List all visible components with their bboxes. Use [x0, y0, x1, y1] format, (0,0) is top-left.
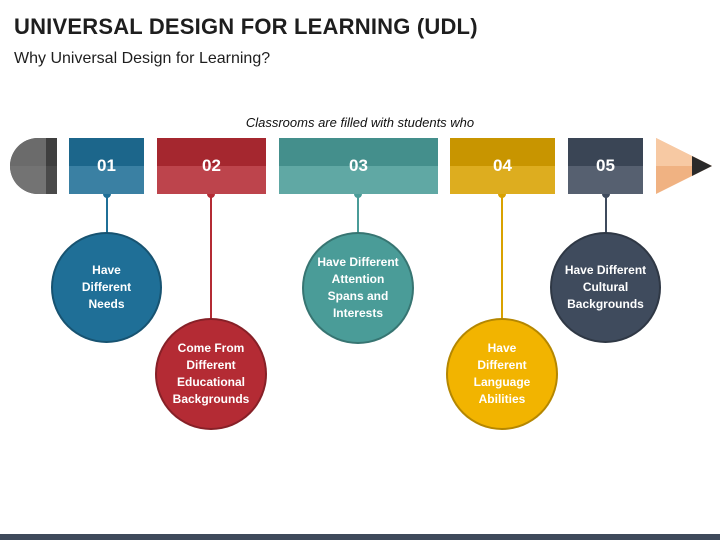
step-05-text: Have Different Cultural Backgrounds — [564, 263, 647, 311]
step-03-text: Have Different Attention Spans and Inter… — [317, 255, 399, 320]
step-03-connector — [357, 194, 359, 234]
step-02-text: Come From Different Educational Backgrou… — [172, 341, 250, 406]
step-01-connector-dot — [103, 190, 111, 198]
step-02-connector — [210, 194, 212, 320]
pencil-eraser-icon — [10, 138, 57, 194]
step-02-number: 02 — [202, 156, 221, 175]
step-03-segment: 03 — [279, 138, 438, 194]
page-subtitle: Why Universal Design for Learning? — [14, 50, 271, 67]
step-02-connector-dot — [207, 190, 215, 198]
step-01-text: Have Different Needs — [81, 263, 132, 311]
step-04-number: 04 — [493, 156, 512, 175]
step-03-circle: Have Different Attention Spans and Inter… — [302, 232, 414, 344]
page-title: UNIVERSAL DESIGN FOR LEARNING (UDL) — [14, 14, 478, 39]
step-05-connector-dot — [602, 190, 610, 198]
step-05-number: 05 — [596, 156, 615, 175]
step-01-number: 01 — [97, 156, 116, 175]
step-04-circle: Have Different Language Abilities — [446, 318, 558, 430]
step-05-segment: 05 — [568, 138, 643, 194]
step-02-segment: 02 — [157, 138, 266, 194]
step-04-connector — [501, 194, 503, 320]
step-04-connector-dot — [498, 190, 506, 198]
step-01-connector — [106, 194, 108, 234]
pencil-tip-icon — [656, 138, 712, 194]
step-01-circle: Have Different Needs — [51, 232, 162, 343]
step-01-segment: 01 — [69, 138, 144, 194]
step-05-connector — [605, 194, 607, 234]
step-03-number: 03 — [349, 156, 368, 175]
step-04-text: Have Different Language Abilities — [473, 341, 531, 406]
step-02-circle: Come From Different Educational Backgrou… — [155, 318, 267, 430]
footer-bar — [0, 534, 720, 540]
diagram-caption: Classrooms are filled with students who — [245, 115, 475, 130]
step-03-connector-dot — [354, 190, 362, 198]
step-05-circle: Have Different Cultural Backgrounds — [550, 232, 661, 343]
step-04-segment: 04 — [450, 138, 555, 194]
